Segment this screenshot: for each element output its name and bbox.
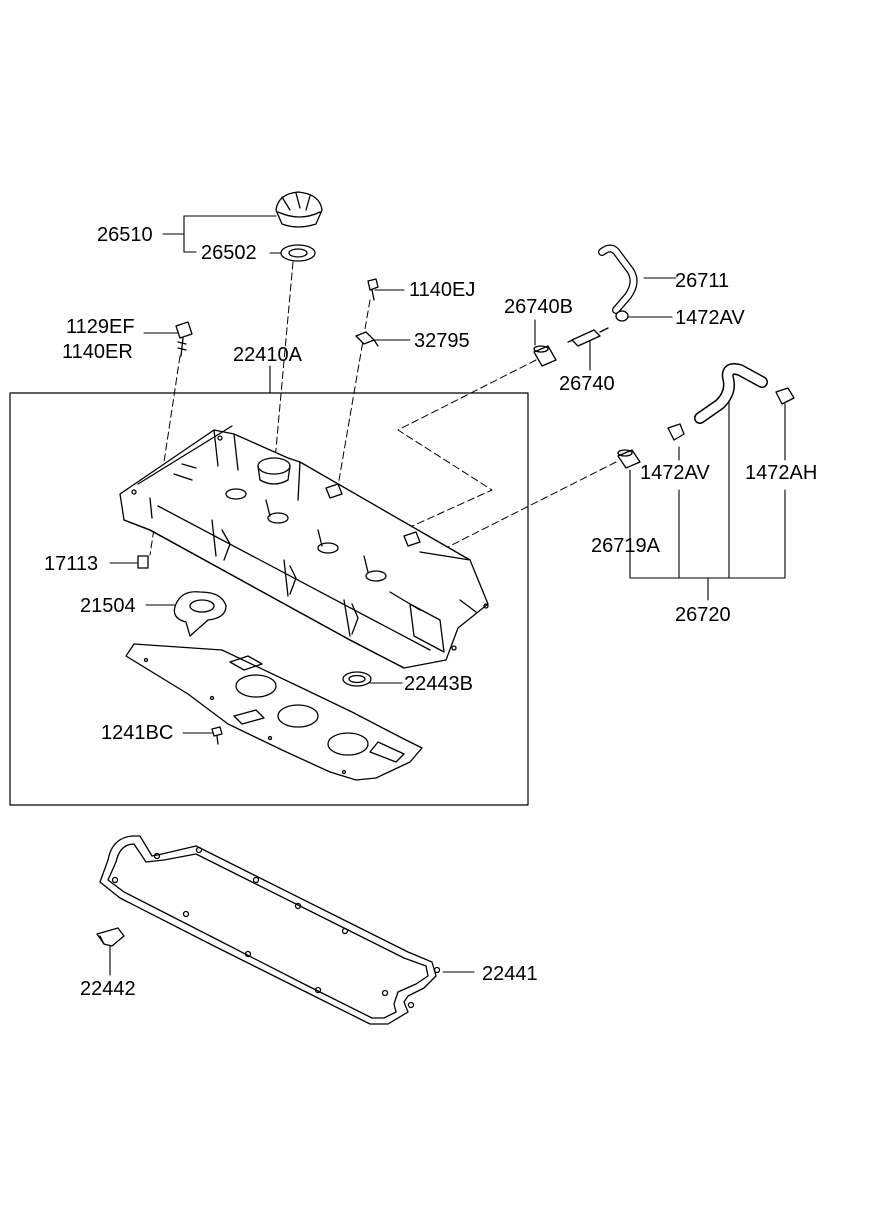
part-label-1140EJ: 1140EJ bbox=[409, 279, 476, 301]
part-label-1241BC: 1241BC bbox=[101, 722, 174, 744]
oil-seal-22443B bbox=[342, 671, 372, 687]
assembly-frame bbox=[9, 392, 529, 806]
part-label-1472AH: 1472AH bbox=[745, 462, 818, 484]
part-label-26502: 26502 bbox=[201, 242, 257, 264]
bolt-1140EJ bbox=[367, 278, 379, 301]
rocker-cover-22410A bbox=[119, 425, 489, 669]
leader-lines bbox=[109, 215, 786, 976]
part-label-26711: 26711 bbox=[675, 270, 730, 292]
part-label-32795: 32795 bbox=[414, 330, 470, 352]
part-label-26510: 26510 bbox=[97, 224, 153, 246]
head-cover-gasket-22441 bbox=[99, 835, 441, 1025]
part-label-22443B: 22443B bbox=[404, 673, 473, 695]
clamp-1472AV-mid bbox=[667, 423, 685, 441]
gasket-21504 bbox=[173, 591, 227, 637]
part-label-26740: 26740 bbox=[559, 373, 615, 395]
hose-26720 bbox=[694, 363, 768, 424]
cap-gasket bbox=[280, 244, 316, 262]
hose-26719A bbox=[617, 449, 641, 469]
part-label-22441: 22441 bbox=[482, 963, 538, 985]
pcv-valve-26740 bbox=[567, 327, 609, 347]
bracket-32795 bbox=[355, 331, 379, 347]
baffle-plate bbox=[125, 643, 423, 781]
part-label-22442: 22442 bbox=[80, 978, 136, 1000]
part-label-1129EF: 1129EF bbox=[66, 316, 135, 338]
part-label-1472AV-mid: 1472AV bbox=[640, 462, 710, 484]
hose-26740B bbox=[533, 345, 557, 367]
part-label-17113: 17113 bbox=[44, 553, 99, 575]
cap-17113 bbox=[137, 555, 149, 569]
part-label-26720: 26720 bbox=[675, 604, 731, 626]
part-label-21504: 21504 bbox=[80, 595, 136, 617]
part-label-26740B: 26740B bbox=[504, 296, 573, 318]
part-label-26719A: 26719A bbox=[591, 535, 660, 557]
half-moon-seal-22442 bbox=[96, 927, 125, 947]
bolt-1241BC bbox=[211, 726, 223, 745]
part-label-1472AV-top: 1472AV bbox=[675, 307, 745, 329]
part-label-1140ER: 1140ER bbox=[62, 341, 133, 363]
bolt-1129EF bbox=[175, 321, 193, 357]
oil-filler-cap bbox=[275, 191, 323, 228]
hose-26711 bbox=[598, 244, 638, 314]
part-label-22410A: 22410A bbox=[233, 344, 302, 366]
clamp-1472AV-top bbox=[615, 310, 629, 322]
clamp-1472AH bbox=[775, 387, 795, 405]
